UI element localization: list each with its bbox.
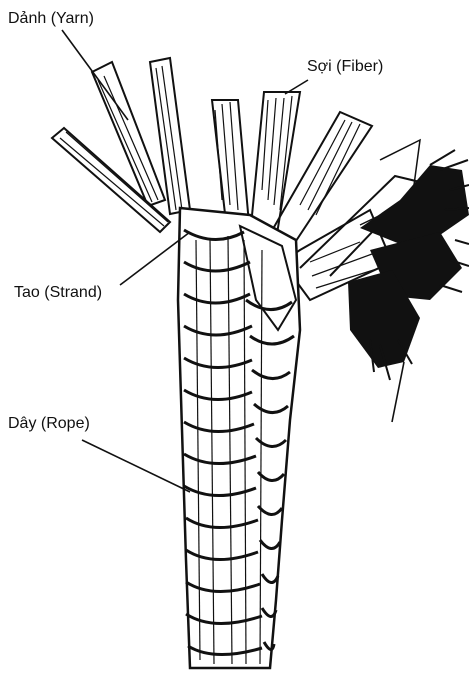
rope-body bbox=[178, 208, 300, 668]
label-rope: Dây (Rope) bbox=[8, 415, 90, 433]
label-strand: Tao (Strand) bbox=[14, 284, 102, 302]
label-fiber: Sợi (Fiber) bbox=[307, 58, 383, 76]
label-yarn: Dảnh (Yarn) bbox=[8, 10, 94, 28]
yarns bbox=[52, 58, 190, 232]
dark-fiber-tufts bbox=[348, 150, 469, 380]
yarn-leader bbox=[62, 30, 128, 120]
dark-fiber-leader bbox=[392, 362, 404, 422]
rope-leader bbox=[82, 440, 190, 492]
